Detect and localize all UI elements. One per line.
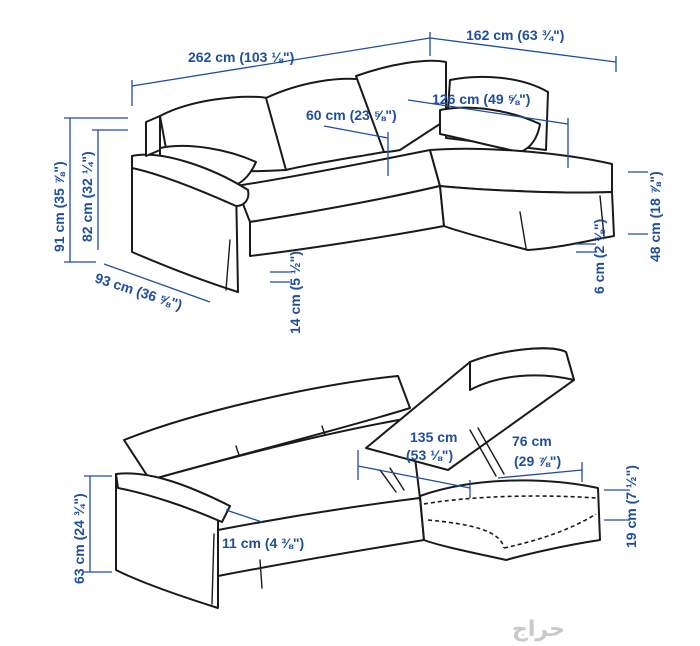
label-armrest-width: 11 cm (4 ⅜") bbox=[222, 535, 304, 551]
label-seat-depth: 60 cm (23 ⅝") bbox=[306, 107, 397, 123]
throw-pillow-chaise bbox=[439, 106, 541, 153]
fold-line bbox=[225, 239, 231, 291]
lift-arm bbox=[469, 427, 505, 477]
label-chaise-inner-length: 126 cm (49 ⅝") bbox=[432, 91, 530, 107]
label-chaise-clearance: 6 cm (2 ⅜") bbox=[591, 219, 607, 294]
label-total-height: 91 cm (35 ⅞") bbox=[51, 161, 67, 252]
chaise-skirt bbox=[439, 185, 615, 251]
sofa-top-view bbox=[131, 59, 615, 293]
left-armrest-top bbox=[131, 153, 250, 207]
fold-line bbox=[211, 533, 215, 605]
label-storage-width-value: 76 cm bbox=[512, 433, 552, 449]
left-arm-top bbox=[115, 472, 231, 523]
label-storage-depth: 19 cm (7 ½") bbox=[623, 465, 639, 548]
label-storage-width-inch: (29 ⅞") bbox=[514, 453, 561, 469]
back-cushion-right bbox=[355, 59, 447, 153]
fold-line bbox=[259, 559, 263, 589]
dimension-lines-top bbox=[64, 32, 648, 303]
chaise-seat bbox=[429, 147, 613, 194]
storage-inner-edge bbox=[503, 513, 597, 549]
left-back-frame bbox=[145, 115, 161, 157]
fold-line bbox=[519, 211, 527, 249]
label-leg-gap: 14 cm (5 ½") bbox=[287, 251, 303, 334]
lift-hinge bbox=[379, 467, 405, 493]
storage-inner-edge bbox=[423, 495, 597, 505]
storage-lid-top bbox=[469, 347, 575, 391]
label-total-width: 262 cm (103 ⅛") bbox=[188, 49, 294, 65]
sofa-storage-view bbox=[115, 347, 601, 609]
dimension-lines-bottom bbox=[84, 450, 630, 573]
storage-box bbox=[419, 479, 601, 561]
label-back-height: 82 cm (32 ¼") bbox=[79, 151, 95, 242]
label-seat-height: 63 cm (24 ¾") bbox=[71, 493, 87, 584]
label-chaise-seat-height: 48 cm (18 ⅞") bbox=[647, 171, 663, 262]
label-storage-length-value: 135 cm bbox=[410, 429, 457, 445]
storage-inner-edge bbox=[427, 519, 505, 549]
label-chaise-depth: 162 cm (63 ¾") bbox=[466, 27, 564, 43]
fold-line bbox=[599, 195, 605, 237]
watermark-logo: حراج bbox=[512, 617, 565, 642]
label-storage-length-inch: (53 ⅛") bbox=[406, 447, 453, 463]
